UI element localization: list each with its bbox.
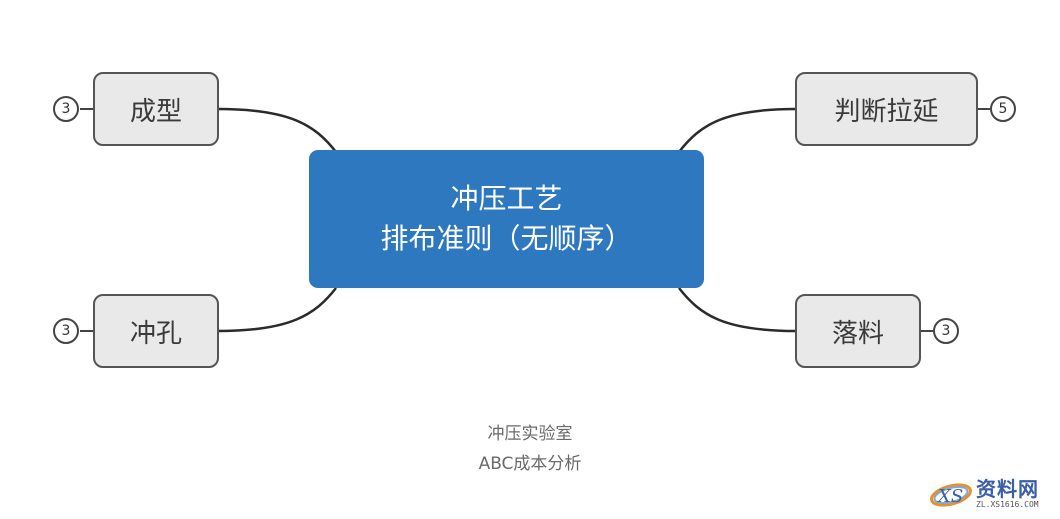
count-badge-piercing[interactable]: 3 xyxy=(53,318,79,344)
topic-piercing-label: 冲孔 xyxy=(129,318,182,349)
connector-blanking xyxy=(678,287,797,333)
connector-deep-drawing xyxy=(678,107,797,153)
count-badge-deep-drawing-judgement[interactable]: 5 xyxy=(990,96,1016,122)
topic-blanking[interactable]: 落料 xyxy=(795,294,921,368)
topic-piercing[interactable]: 冲孔 xyxy=(93,294,219,368)
root-topic-line1: 冲压工艺 xyxy=(450,182,563,215)
watermark-logo-icon: XS xyxy=(928,478,974,510)
topic-forming-label: 成型 xyxy=(129,96,182,127)
root-topic-line2: 排布准则（无顺序） xyxy=(380,222,633,255)
connector-forming xyxy=(217,107,337,153)
root-topic[interactable]: 冲压工艺 排布准则（无顺序） xyxy=(309,150,704,288)
count-badge-blanking[interactable]: 3 xyxy=(933,318,959,344)
connector-piercing xyxy=(217,287,337,333)
caption-line1: 冲压实验室 xyxy=(487,424,573,444)
watermark-url: ZL.XS1616.COM xyxy=(976,500,1039,509)
count-badge-forming[interactable]: 3 xyxy=(53,96,79,122)
topic-deep-drawing-judgement[interactable]: 判断拉延 xyxy=(795,72,978,146)
caption-line2: ABC成本分析 xyxy=(478,454,582,474)
watermark: XS 资料网 ZL.XS1616.COM xyxy=(928,474,1058,514)
topic-forming[interactable]: 成型 xyxy=(93,72,219,146)
topic-blanking-label: 落料 xyxy=(831,318,884,349)
svg-text:XS: XS xyxy=(936,486,963,507)
watermark-title: 资料网 xyxy=(976,477,1039,501)
topic-deep-drawing-judgement-label: 判断拉延 xyxy=(834,96,939,127)
